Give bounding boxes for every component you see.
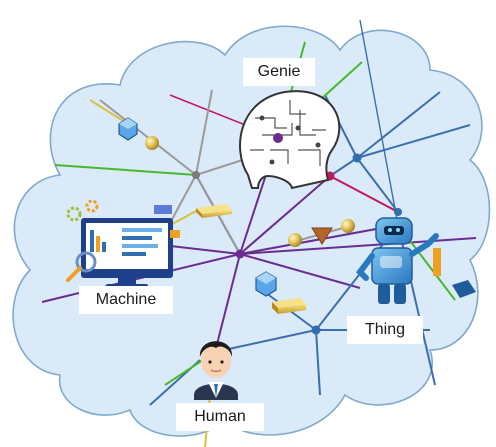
central-hub-node (235, 249, 245, 259)
bronze-triangle-icon (311, 227, 333, 245)
human-label: Human (176, 403, 264, 431)
genie-hub-node (273, 133, 283, 143)
businessman-icon (194, 341, 238, 400)
machine-label: Machine (79, 286, 173, 314)
gold-bar-icon (196, 204, 232, 218)
thing-label: Thing (347, 316, 423, 344)
genie-label: Genie (243, 58, 315, 86)
blue-node (311, 325, 321, 335)
blue-node (352, 153, 362, 163)
brain-head-icon (239, 90, 341, 190)
blue-gem-icon (118, 117, 138, 141)
robot-icon (356, 217, 476, 304)
gear-icon (85, 199, 99, 213)
blue-gem-icon (255, 271, 277, 297)
gear-icon (66, 206, 82, 222)
gold-orb-icon (341, 219, 355, 233)
blue-node (394, 208, 402, 216)
hub-nodes (192, 153, 402, 335)
gold-bar-icon (272, 298, 306, 314)
decorations (118, 117, 355, 314)
gray-node (192, 171, 200, 179)
computer-monitor-icon (66, 199, 180, 288)
gold-orb-icon (145, 136, 159, 150)
gold-orb-icon (288, 233, 302, 247)
